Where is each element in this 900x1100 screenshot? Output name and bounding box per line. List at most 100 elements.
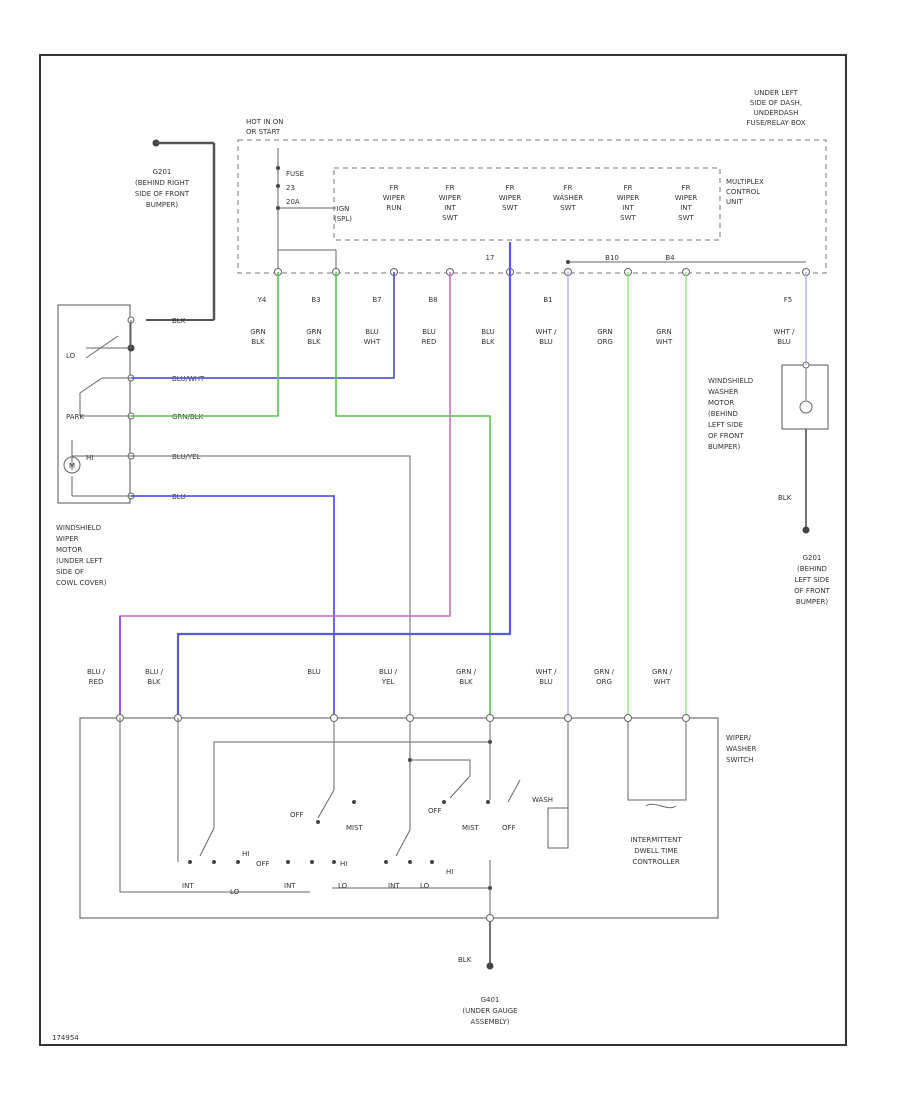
svg-text:SIDE OF DASH,: SIDE OF DASH, — [750, 99, 802, 107]
svg-text:FR: FR — [446, 184, 455, 192]
svg-text:BLU/WHT: BLU/WHT — [172, 375, 205, 383]
svg-text:G201: G201 — [803, 554, 822, 562]
svg-text:OFF: OFF — [256, 860, 270, 868]
wire-grn-blk-motor — [131, 272, 279, 417]
svg-text:INT: INT — [388, 882, 400, 890]
svg-text:FR: FR — [506, 184, 515, 192]
svg-text:SWT: SWT — [560, 204, 576, 212]
svg-text:WIPER: WIPER — [439, 194, 462, 202]
lower-wire-color-labels: BLU / RED BLU / BLK BLU BLU / YEL GRN / … — [87, 668, 673, 686]
svg-text:B4: B4 — [665, 254, 675, 262]
svg-text:WHT: WHT — [656, 338, 673, 346]
svg-text:BLU: BLU — [365, 328, 378, 336]
svg-text:UNIT: UNIT — [726, 198, 743, 206]
svg-text:SWT: SWT — [678, 214, 694, 222]
svg-text:WHT /: WHT / — [535, 328, 557, 336]
svg-text:BLU: BLU — [777, 338, 790, 346]
svg-text:OF FRONT: OF FRONT — [708, 432, 744, 440]
svg-text:OFF: OFF — [290, 811, 304, 819]
svg-text:SWITCH: SWITCH — [726, 756, 753, 764]
mcu-function-fr-wiper-int-2: FR WIPER INT SWT — [617, 184, 640, 222]
switch-internal-wiring — [119, 718, 687, 918]
svg-text:WASH: WASH — [532, 796, 553, 804]
wiper-motor-label: WINDSHIELD WIPER MOTOR (UNDER LEFT SIDE … — [56, 524, 107, 587]
svg-text:WHT: WHT — [654, 678, 671, 686]
svg-text:B10: B10 — [605, 254, 619, 262]
svg-text:B7: B7 — [372, 296, 381, 304]
svg-text:RED: RED — [422, 338, 437, 346]
svg-text:BLU: BLU — [539, 338, 552, 346]
svg-text:BLU: BLU — [539, 678, 552, 686]
svg-text:BLU: BLU — [422, 328, 435, 336]
washer-motor-label: WINDSHIELD WASHER MOTOR (BEHIND LEFT SID… — [708, 377, 753, 451]
wiper-motor-box — [57, 304, 131, 504]
svg-text:ORG: ORG — [597, 338, 613, 346]
svg-text:FUSE: FUSE — [286, 170, 304, 178]
svg-text:BLU: BLU — [481, 328, 494, 336]
svg-text:SWT: SWT — [502, 204, 518, 212]
svg-text:INT: INT — [680, 204, 692, 212]
underdash-location-label: UNDER LEFT SIDE OF DASH, UNDERDASH FUSE/… — [746, 89, 805, 127]
svg-text:HI: HI — [446, 868, 453, 876]
svg-text:BLU /: BLU / — [379, 668, 398, 676]
svg-text:WIPER: WIPER — [383, 194, 406, 202]
svg-text:GRN: GRN — [306, 328, 322, 336]
figure-code: 174954 — [52, 1034, 79, 1042]
svg-text:LO: LO — [230, 888, 240, 896]
svg-text:FR: FR — [564, 184, 573, 192]
svg-text:(BEHIND RIGHT: (BEHIND RIGHT — [135, 179, 190, 187]
svg-text:MIST: MIST — [462, 824, 480, 832]
svg-text:WHT: WHT — [364, 338, 381, 346]
svg-text:BLK: BLK — [778, 494, 792, 502]
diagram-frame — [39, 54, 847, 1046]
svg-text:WIPER/: WIPER/ — [726, 734, 751, 742]
svg-text:FR: FR — [624, 184, 633, 192]
mcu-function-fr-wiper-run: FR WIPER RUN — [383, 184, 406, 212]
svg-text:INT: INT — [622, 204, 634, 212]
svg-text:G401: G401 — [481, 996, 500, 1004]
svg-text:OFF: OFF — [502, 824, 516, 832]
svg-text:BLU /: BLU / — [145, 668, 164, 676]
svg-text:SWT: SWT — [620, 214, 636, 222]
multiplex-control-unit-outline — [333, 167, 721, 241]
ign-spl-label: IGN (SPL) — [334, 205, 352, 223]
svg-text:SWT: SWT — [442, 214, 458, 222]
wiper-motor-internals: LO HI M PARK — [63, 316, 135, 500]
svg-text:(UNDER LEFT: (UNDER LEFT — [56, 557, 103, 565]
svg-text:BUMPER): BUMPER) — [146, 201, 178, 209]
svg-text:LEFT SIDE: LEFT SIDE — [708, 421, 743, 429]
svg-text:WINDSHIELD: WINDSHIELD — [56, 524, 101, 532]
svg-text:FR: FR — [390, 184, 399, 192]
svg-text:IGN: IGN — [337, 205, 350, 213]
svg-text:LEFT SIDE: LEFT SIDE — [794, 576, 829, 584]
svg-text:BUMPER): BUMPER) — [708, 443, 740, 451]
svg-text:INTERMITTENT: INTERMITTENT — [630, 836, 682, 844]
bus-splice — [566, 260, 570, 264]
svg-text:BLK: BLK — [147, 678, 161, 686]
svg-text:M: M — [69, 462, 75, 470]
svg-text:LO: LO — [338, 882, 348, 890]
dwell-time-controller-label: INTERMITTENT DWELL TIME CONTROLLER — [630, 836, 682, 866]
svg-text:WIPER: WIPER — [56, 535, 79, 543]
svg-text:OR START: OR START — [246, 128, 281, 136]
svg-text:WHT /: WHT / — [773, 328, 795, 336]
svg-text:BLU: BLU — [307, 668, 320, 676]
svg-text:Y4: Y4 — [257, 296, 267, 304]
wire-blu-yel — [131, 455, 411, 718]
svg-text:WINDSHIELD: WINDSHIELD — [708, 377, 753, 385]
svg-text:B8: B8 — [428, 296, 437, 304]
svg-text:MULTIPLEX: MULTIPLEX — [726, 178, 764, 186]
svg-text:BLK: BLK — [172, 317, 186, 325]
wire-blu-red — [119, 272, 451, 718]
svg-text:BLU/YEL: BLU/YEL — [172, 453, 201, 461]
svg-text:17: 17 — [486, 254, 495, 262]
svg-text:ASSEMBLY): ASSEMBLY) — [471, 1018, 510, 1026]
underdash-fuse-box-outline — [237, 139, 827, 274]
svg-text:RUN: RUN — [386, 204, 401, 212]
washer-motor-internals: BLK — [778, 361, 813, 534]
svg-text:FR: FR — [682, 184, 691, 192]
svg-text:WIPER: WIPER — [499, 194, 522, 202]
svg-text:UNDERDASH: UNDERDASH — [754, 109, 799, 117]
pin-labels: Y4 B3 B7 B8 17 B1 B10 B4 F5 — [257, 254, 793, 304]
svg-text:BLK: BLK — [458, 956, 472, 964]
